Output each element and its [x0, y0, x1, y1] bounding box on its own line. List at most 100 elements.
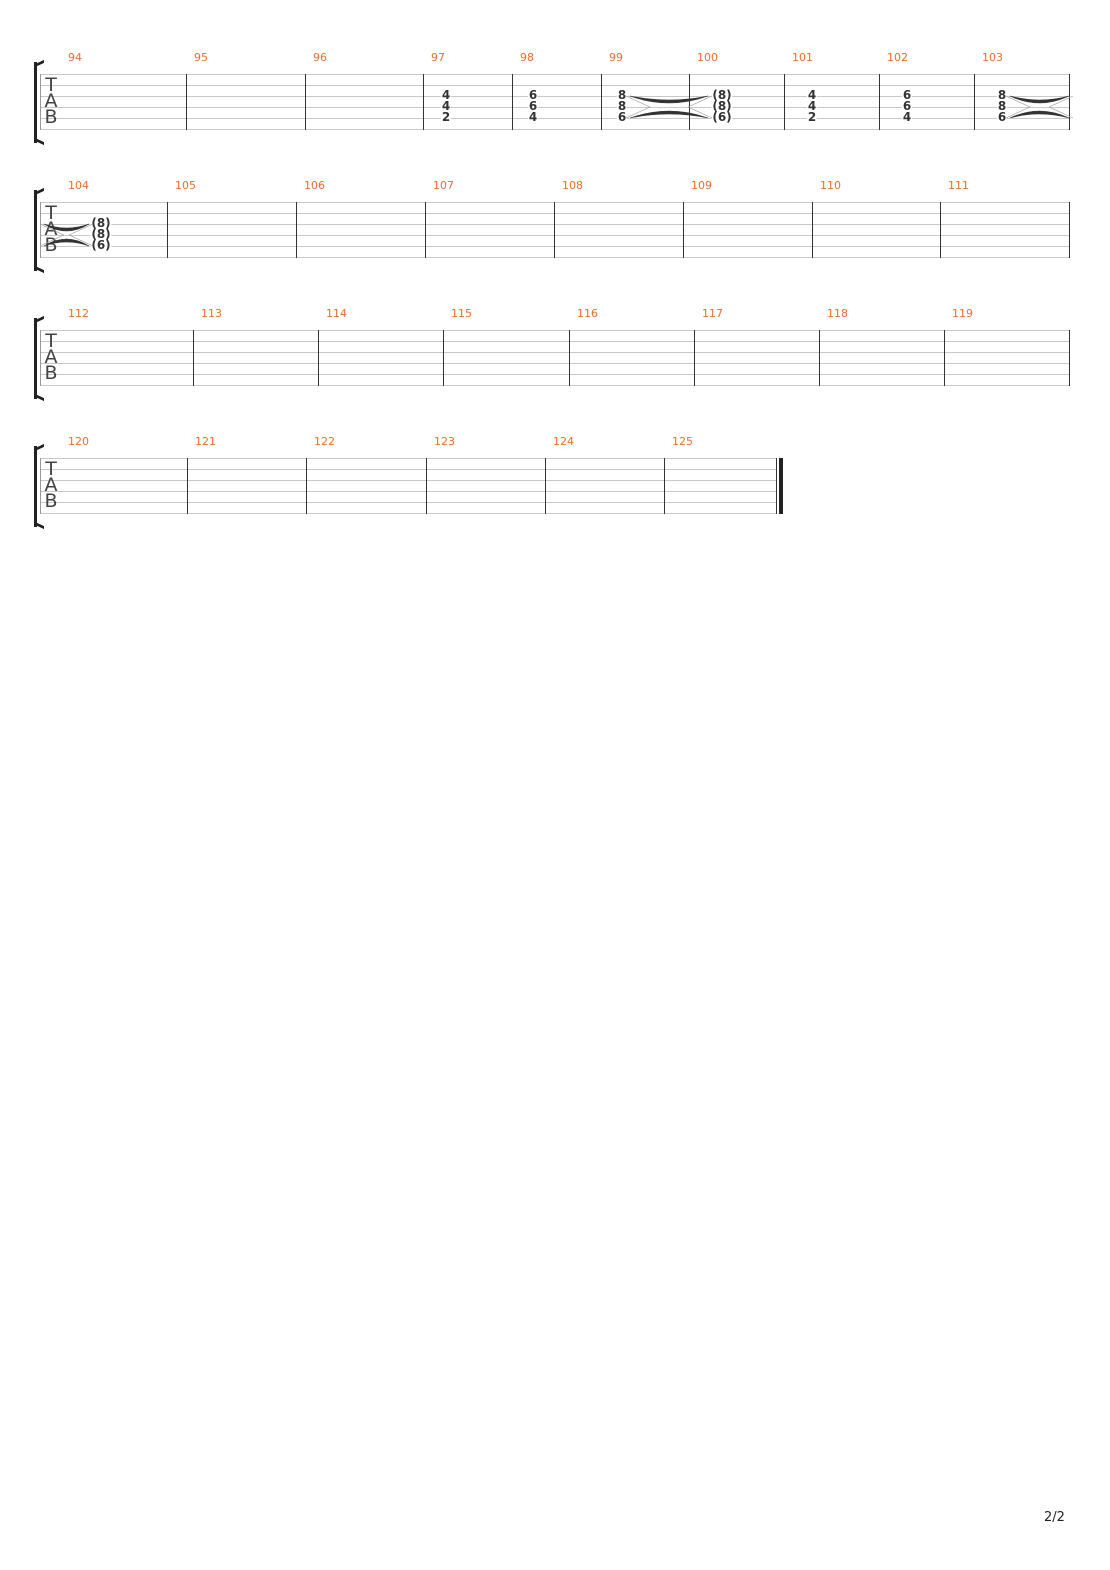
- tab-clef-letter: A: [44, 346, 58, 368]
- measure-number: 108: [562, 179, 583, 192]
- tie-guide: [1005, 95, 1074, 119]
- final-barline: [779, 458, 783, 514]
- barline: [443, 330, 444, 386]
- tie-guide: [625, 95, 713, 119]
- barline: [974, 74, 975, 130]
- tab-clef-letter: T: [45, 330, 57, 352]
- staff-line: [40, 469, 776, 470]
- barline: [40, 458, 41, 514]
- system-bracket: [34, 446, 41, 527]
- measure-number: 113: [201, 307, 222, 320]
- barline: [305, 74, 306, 130]
- tab-clef-letter: A: [44, 218, 58, 240]
- measure-number: 101: [792, 51, 813, 64]
- measure-number: 117: [702, 307, 723, 320]
- tie-guide: [625, 95, 713, 119]
- staff-line: [40, 107, 1069, 108]
- measure-number: 97: [431, 51, 445, 64]
- barline: [423, 74, 424, 130]
- fret-number: (8): [711, 99, 733, 113]
- tie-arc: [629, 110, 709, 119]
- tab-clef-letter: B: [44, 490, 58, 512]
- measure-number: 120: [68, 435, 89, 448]
- measure-number: 110: [820, 179, 841, 192]
- system-bracket: [34, 190, 41, 271]
- tab-clef-letter: T: [45, 458, 57, 480]
- tie-guide: [1005, 95, 1074, 119]
- fret-number: 8: [996, 99, 1008, 113]
- measure-number: 104: [68, 179, 89, 192]
- staff-line: [40, 374, 1069, 375]
- barline: [664, 458, 665, 514]
- barline: [1069, 74, 1070, 130]
- measure-number: 121: [195, 435, 216, 448]
- tab-clef-letter: T: [45, 202, 57, 224]
- fret-number: 2: [440, 110, 452, 124]
- staff-line: [40, 385, 1069, 386]
- fret-number: 4: [806, 88, 818, 102]
- barline: [187, 458, 188, 514]
- fret-number: 6: [527, 99, 539, 113]
- tie-arc: [1009, 95, 1070, 104]
- tie-guide: [39, 223, 94, 247]
- measure-number: 98: [520, 51, 534, 64]
- tie-guide: [39, 223, 94, 247]
- staff-line: [40, 341, 1069, 342]
- fret-number: 8: [616, 99, 628, 113]
- fret-number: 4: [901, 110, 913, 124]
- fret-number: (6): [90, 238, 112, 252]
- barline: [426, 458, 427, 514]
- staff-line: [40, 480, 776, 481]
- barline: [167, 202, 168, 258]
- barline: [569, 330, 570, 386]
- fret-number: 4: [527, 110, 539, 124]
- measure-number: 118: [827, 307, 848, 320]
- barline: [296, 202, 297, 258]
- staff-line: [40, 202, 1069, 203]
- barline: [694, 330, 695, 386]
- fret-number: 6: [901, 99, 913, 113]
- system-bracket: [34, 318, 41, 399]
- barline: [944, 330, 945, 386]
- fret-number: (6): [711, 110, 733, 124]
- staff-line: [40, 363, 1069, 364]
- barline: [425, 202, 426, 258]
- barline: [1069, 330, 1070, 386]
- fret-number: 6: [616, 110, 628, 124]
- staff-line: [40, 502, 776, 503]
- fret-number: 6: [527, 88, 539, 102]
- fret-number: 4: [440, 99, 452, 113]
- barline: [812, 202, 813, 258]
- fret-number: (8): [90, 216, 112, 230]
- barline: [40, 74, 41, 130]
- barline: [40, 330, 41, 386]
- measure-number: 111: [948, 179, 969, 192]
- measure-number: 114: [326, 307, 347, 320]
- fret-number: (8): [90, 227, 112, 241]
- staff-line: [40, 85, 1069, 86]
- measure-number: 124: [553, 435, 574, 448]
- measure-number: 125: [672, 435, 693, 448]
- measure-number: 122: [314, 435, 335, 448]
- fret-number: 6: [996, 110, 1008, 124]
- barline: [193, 330, 194, 386]
- measure-number: 106: [304, 179, 325, 192]
- barline: [306, 458, 307, 514]
- staff-line: [40, 224, 1069, 225]
- measure-number: 119: [952, 307, 973, 320]
- barline: [554, 202, 555, 258]
- measure-number: 95: [194, 51, 208, 64]
- tab-clef-letter: A: [44, 474, 58, 496]
- tie-arc: [1009, 110, 1070, 119]
- staff-line: [40, 74, 1069, 75]
- staff-line: [40, 491, 776, 492]
- measure-number: 107: [433, 179, 454, 192]
- page-number: 2/2: [1044, 1510, 1065, 1525]
- measure-number: 112: [68, 307, 89, 320]
- tie-arc: [43, 223, 90, 232]
- staff-line: [40, 129, 1069, 130]
- system-bracket: [34, 62, 41, 143]
